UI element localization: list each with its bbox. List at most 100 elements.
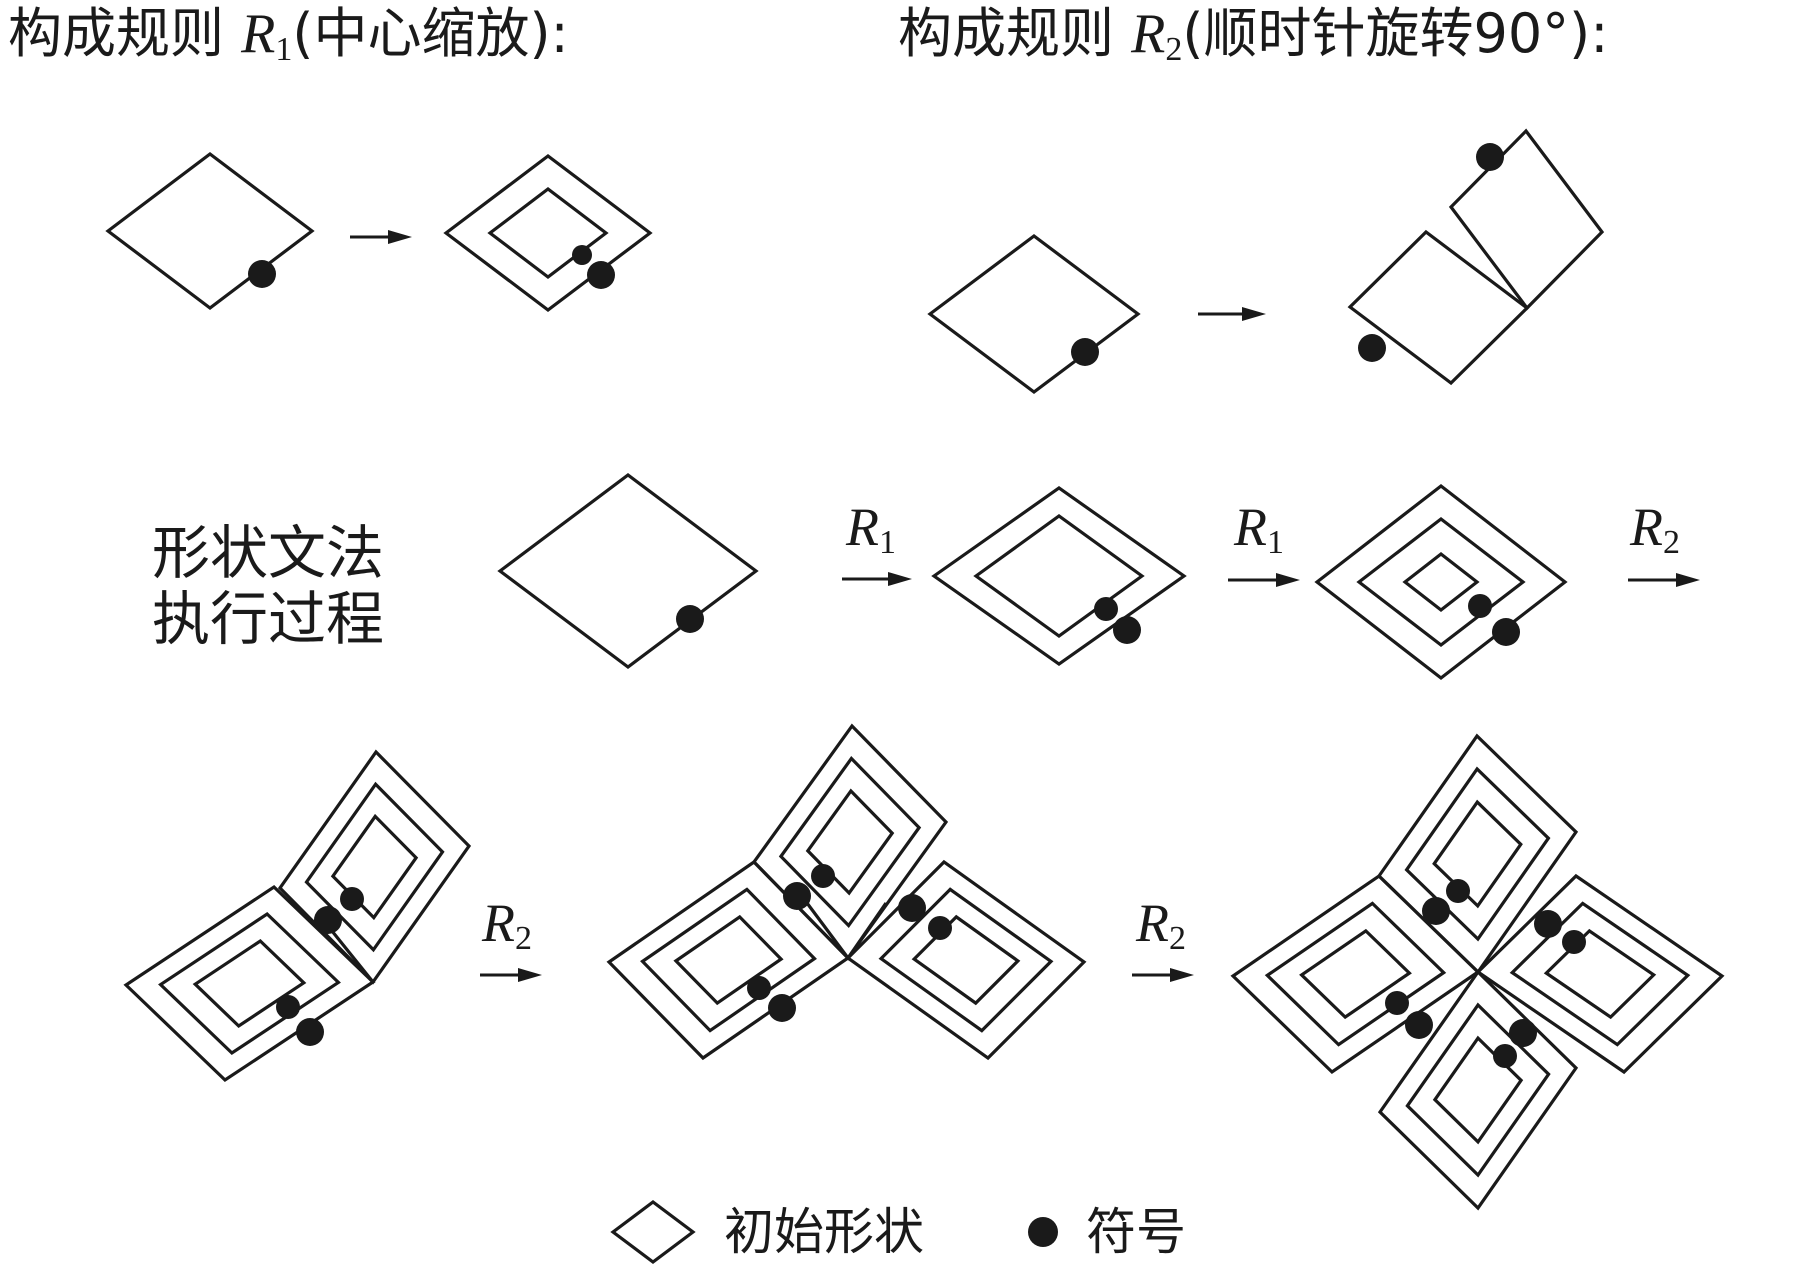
legend-shape-icon [610, 1200, 696, 1264]
step-label-5-subscript: 2 [1169, 920, 1186, 957]
rule-r1-description: (中心缩放): [292, 2, 569, 65]
process-arrow-1-head [888, 572, 912, 586]
process-step4-right-marker-1 [898, 894, 926, 922]
process-step5-top-ring-3 [1432, 799, 1523, 909]
rule-r1-title: 构成规则 R1(中心缩放): [8, 6, 569, 67]
process-step3-base-ring-1 [123, 884, 376, 1083]
r1-result-outer-shape [443, 153, 653, 313]
process-step1-outer-shape [931, 486, 1187, 666]
process-step3-rotated-ring-2 [304, 781, 445, 953]
rule-r1-symbol: R [241, 3, 276, 65]
step-label-3-subscript: 2 [1663, 524, 1680, 561]
process-step2-middle-shape [1356, 516, 1526, 648]
step-label-5: R2 [1136, 896, 1186, 956]
process-step5-top-marker-1 [1422, 897, 1450, 925]
process-step5-top-ring-2 [1404, 766, 1551, 942]
r1-rule-arrow-head [388, 230, 412, 244]
process-step0-marker [676, 605, 704, 633]
process-step5-bottom-ring-2 [1405, 1002, 1551, 1178]
process-step2-inner-shape [1402, 551, 1480, 613]
process-step3-rotated-ring-1 [277, 749, 472, 985]
process-step1-inner-shape [973, 514, 1145, 638]
process-step3-rotated-marker-2 [340, 887, 364, 911]
step-label-1-symbol: R [846, 497, 879, 557]
process-step4-left-ring-2 [640, 887, 817, 1033]
step-label-4: R2 [482, 896, 532, 956]
rule-r2-title: 构成规则 R2(顺时针旋转90°): [898, 6, 1608, 67]
process-step5-right-ring-1 [1475, 873, 1725, 1075]
process-step4-left-marker-1 [747, 976, 771, 1000]
process-step4-top-ring-2 [778, 756, 922, 928]
process-arrow-5-head [1170, 968, 1194, 982]
process-step4-link-left [805, 902, 850, 959]
rule-r1-subscript: 1 [275, 31, 293, 68]
process-step5-bottom-marker-2 [1493, 1044, 1517, 1068]
process-step5-left-ring-2 [1264, 901, 1447, 1047]
r2-initial-shape [927, 234, 1141, 394]
step-label-4-symbol: R [482, 893, 515, 953]
process-arrow-3 [1628, 573, 1700, 587]
process-step5-bottom-marker-1 [1509, 1019, 1537, 1047]
process-step4-left-marker-2 [768, 994, 796, 1022]
process-step4-top-marker-1 [783, 882, 811, 910]
step-label-2-subscript: 1 [1267, 524, 1284, 561]
r1-result-inner-shape [487, 186, 609, 280]
process-step3-base-ring-2 [158, 911, 341, 1056]
process-step5-left-marker-1 [1385, 991, 1409, 1015]
process-step3-base-ring-3 [192, 938, 307, 1029]
rule-r2-prefix: 构成规则 [898, 2, 1132, 65]
rule-r1-prefix: 构成规则 [8, 2, 242, 65]
process-step3-base-marker-2 [296, 1018, 324, 1046]
process-step1-small-marker [1094, 597, 1118, 621]
process-step5-top-marker-2 [1446, 879, 1470, 903]
process-step1-large-marker [1113, 616, 1141, 644]
step-label-4-subscript: 2 [515, 920, 532, 957]
step-label-3-symbol: R [1630, 497, 1663, 557]
process-step4-right-marker-2 [928, 916, 952, 940]
r2-rule-arrow-head [1242, 307, 1266, 321]
rule-r2-subscript: 2 [1165, 31, 1183, 68]
process-label: 形状文法执行过程 [152, 519, 385, 653]
process-step5-top-ring-1 [1376, 733, 1579, 975]
step-label-1-subscript: 1 [879, 524, 896, 561]
r1-initial-shape [105, 151, 315, 311]
process-step4-right-ring-2 [878, 887, 1054, 1033]
process-step5-bottom-ring-1 [1377, 969, 1579, 1211]
process-step4-link-right [846, 902, 888, 959]
process-step4-left-ring-3 [673, 914, 784, 1006]
process-step3-link-line [330, 929, 375, 984]
process-step4-top-marker-2 [811, 864, 835, 888]
r2-result-rotated-shape [1448, 128, 1605, 311]
process-arrow-3-head [1676, 573, 1700, 587]
process-step5-left-marker-2 [1405, 1011, 1433, 1039]
process-step5-right-marker-1 [1534, 910, 1562, 938]
r2-result-base-marker [1358, 334, 1386, 362]
step-label-2: R1 [1234, 500, 1284, 560]
process-step3-base-marker-1 [276, 995, 300, 1019]
process-arrow-2 [1228, 573, 1300, 587]
process-step5-right-marker-2 [1562, 930, 1586, 954]
process-arrow-1 [842, 572, 912, 586]
process-step2-large-marker [1492, 618, 1520, 646]
rule-r2-symbol: R [1131, 3, 1166, 65]
process-arrow-4-head [518, 968, 542, 982]
process-arrow-4 [480, 968, 542, 982]
process-step0-shape [497, 473, 759, 669]
legend-marker-label: 符号 [1086, 1203, 1186, 1261]
step-label-5-symbol: R [1136, 893, 1169, 953]
step-label-3: R2 [1630, 500, 1680, 560]
step-label-2-symbol: R [1234, 497, 1267, 557]
r1-result-large-marker [587, 261, 615, 289]
legend-marker-icon [1028, 1217, 1058, 1247]
process-arrow-5 [1132, 968, 1194, 982]
legend-shape-label: 初始形状 [724, 1203, 924, 1261]
step-label-1: R1 [846, 500, 896, 560]
r1-initial-marker [248, 260, 276, 288]
r2-rule-arrow [1198, 307, 1266, 321]
r1-rule-arrow [350, 230, 412, 244]
rule-r2-description: (顺时针旋转90°): [1182, 2, 1609, 65]
r1-result-small-marker [572, 245, 592, 265]
r2-result-rotated-marker [1476, 143, 1504, 171]
process-step2-outer-shape [1314, 483, 1568, 681]
